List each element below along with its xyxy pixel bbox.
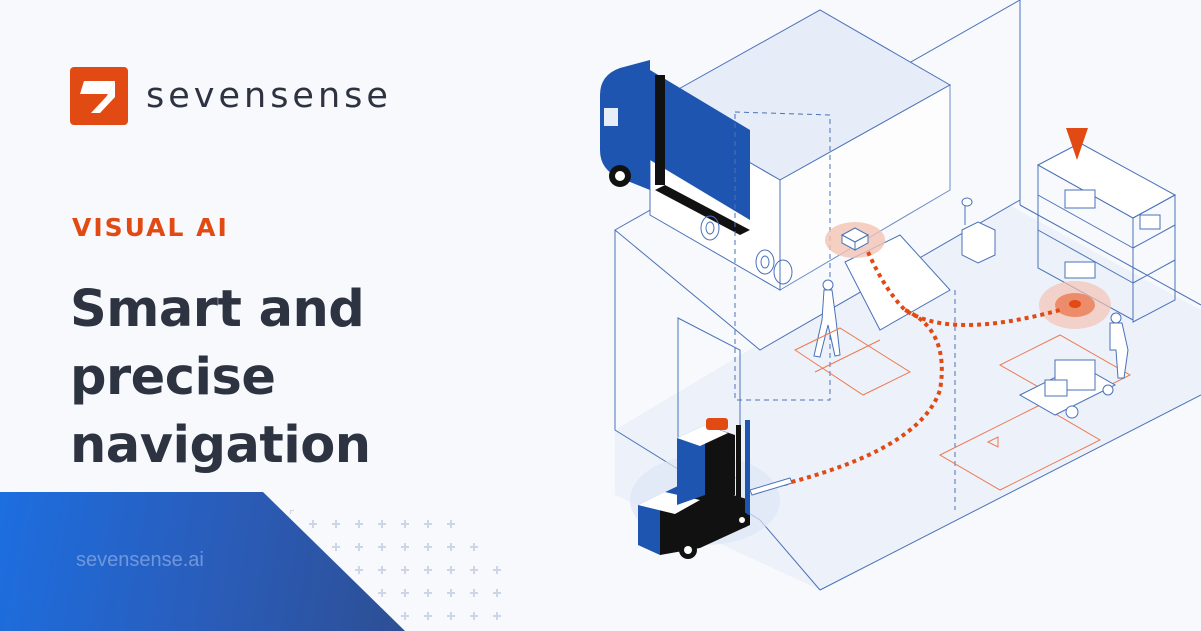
drop-marker-icon (1066, 128, 1088, 160)
truck-cab (600, 60, 650, 190)
brand-name: sevensense (146, 75, 392, 116)
page-title: Smart and precise navigation (70, 276, 570, 480)
brand-logo[interactable]: sevensense (70, 67, 392, 125)
warehouse-illustration (600, 0, 1201, 591)
seven-mark-icon (70, 67, 128, 125)
plus-pattern-decoration (290, 510, 501, 620)
headline-line-2: navigation (70, 416, 371, 475)
eyebrow-label: VISUAL AI (72, 213, 229, 242)
website-link[interactable]: sevensense.ai (76, 549, 204, 571)
nav-path-2 (779, 308, 944, 487)
headline-line-1: Smart and precise (70, 280, 365, 407)
forklift (638, 418, 793, 559)
